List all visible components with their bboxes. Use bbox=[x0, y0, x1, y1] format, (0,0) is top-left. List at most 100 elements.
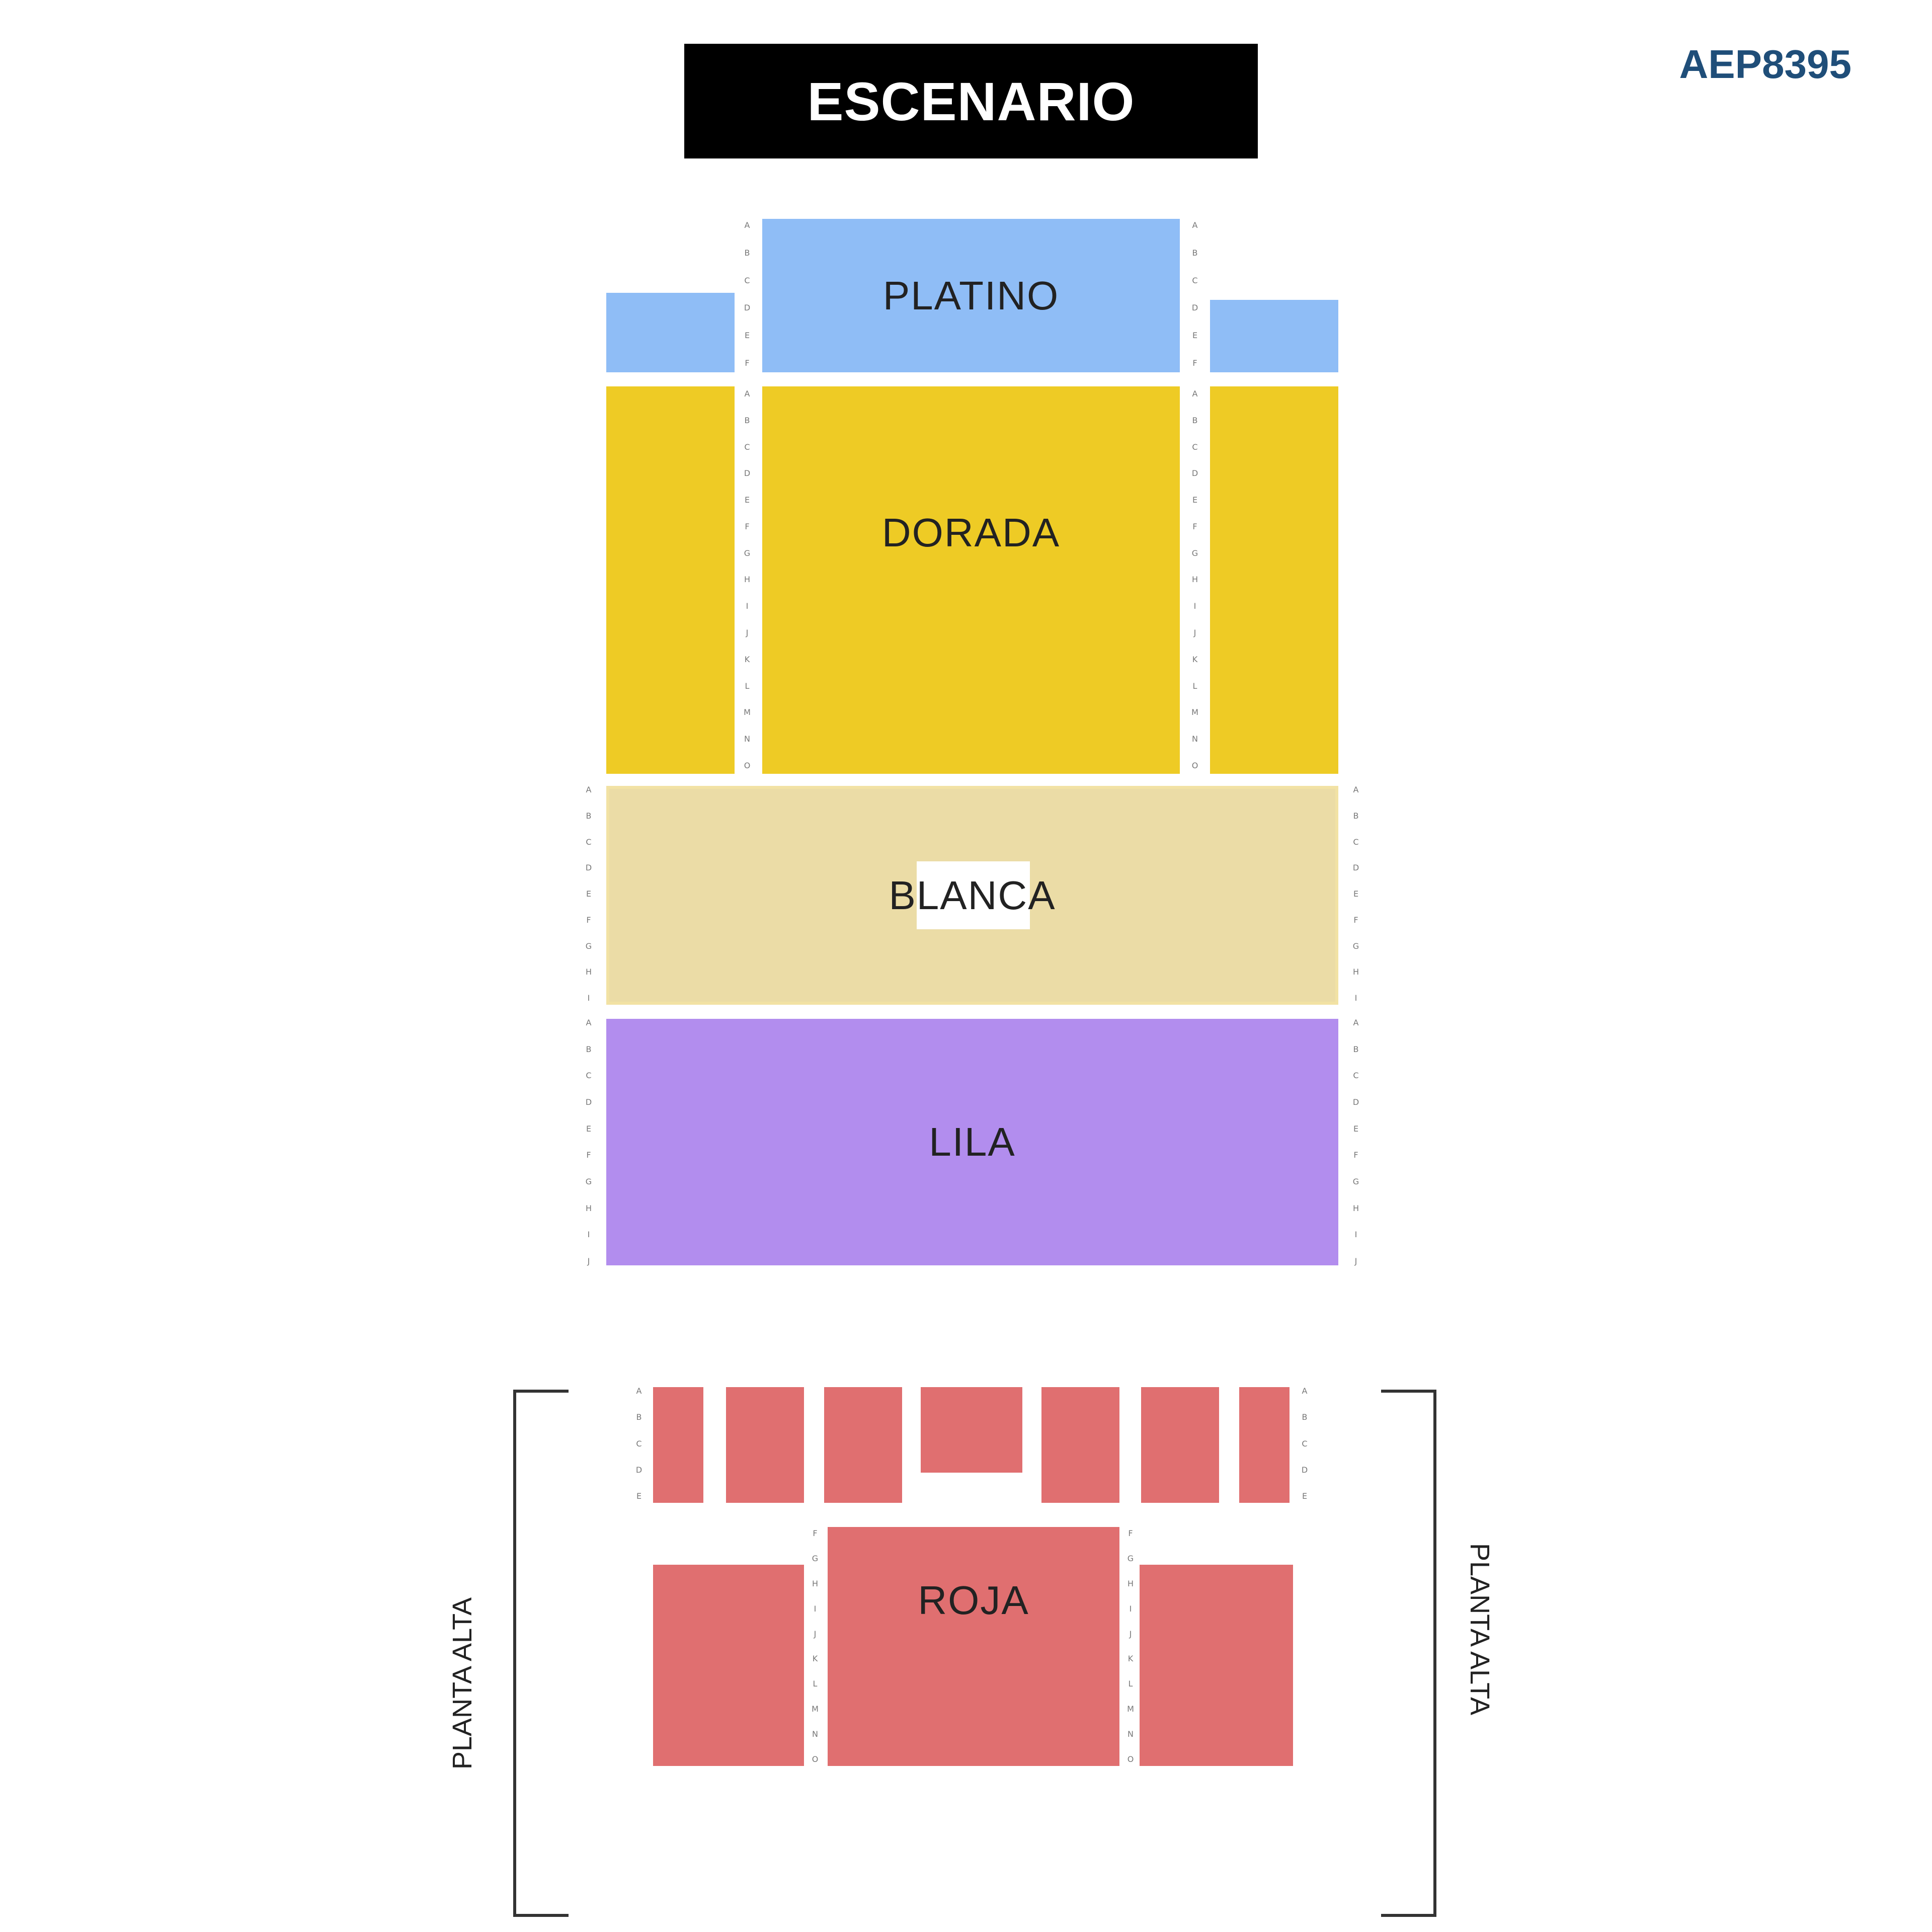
row-letter: E bbox=[586, 889, 592, 899]
row-letter: F bbox=[586, 1150, 591, 1160]
row-letter: A bbox=[586, 1018, 592, 1027]
row-letter: I bbox=[814, 1603, 817, 1614]
section-dorada-center[interactable]: DORADA bbox=[762, 386, 1180, 774]
section-blanca[interactable]: BLANCA bbox=[606, 786, 1338, 1005]
row-letter: J bbox=[746, 628, 749, 638]
section-roja-front-2[interactable] bbox=[726, 1387, 804, 1503]
section-platino-center[interactable]: PLATINO bbox=[762, 219, 1180, 372]
bracket-right bbox=[1381, 1390, 1436, 1917]
row-letter: C bbox=[586, 1071, 592, 1081]
row-letter: O bbox=[744, 760, 751, 770]
section-roja-label: ROJA bbox=[918, 1578, 1029, 1623]
row-letter: D bbox=[744, 303, 751, 313]
row-letter: N bbox=[812, 1729, 818, 1739]
blanca-label-highlight bbox=[917, 861, 1030, 929]
row-letter: F bbox=[586, 915, 591, 925]
row-letter: M bbox=[744, 707, 751, 717]
row-letter: A bbox=[744, 389, 750, 398]
row-letter: K bbox=[1128, 1654, 1134, 1664]
row-letter: A bbox=[636, 1386, 642, 1396]
row-letter: A bbox=[586, 785, 592, 794]
row-letter: M bbox=[812, 1704, 819, 1714]
row-letter: D bbox=[1301, 1465, 1308, 1475]
section-roja-front-5[interactable] bbox=[1041, 1387, 1119, 1503]
section-roja-front-3[interactable] bbox=[824, 1387, 902, 1503]
row-letter: N bbox=[1192, 734, 1198, 744]
row-letter: C bbox=[744, 442, 750, 452]
section-dorada-right[interactable] bbox=[1210, 386, 1338, 774]
row-letter: G bbox=[1352, 941, 1359, 951]
section-roja-front-6[interactable] bbox=[1141, 1387, 1219, 1503]
row-letter: L bbox=[1192, 681, 1197, 691]
row-letter: C bbox=[636, 1438, 642, 1448]
row-letter: C bbox=[1353, 837, 1359, 847]
row-letter: B bbox=[1353, 1044, 1359, 1054]
row-letter: F bbox=[1192, 358, 1197, 368]
row-letter: I bbox=[1129, 1603, 1132, 1614]
row-letter: E bbox=[1192, 331, 1198, 341]
row-letter: E bbox=[1353, 889, 1359, 899]
section-blanca-label: BLANCA bbox=[889, 872, 1056, 918]
row-letter: H bbox=[744, 575, 751, 585]
row-letter: I bbox=[746, 601, 749, 611]
row-letter: D bbox=[635, 1465, 642, 1475]
section-platino-left[interactable] bbox=[606, 293, 735, 372]
row-letter: O bbox=[812, 1754, 819, 1764]
row-letter: C bbox=[1353, 1071, 1359, 1081]
row-letter: D bbox=[585, 863, 592, 873]
row-letter: J bbox=[1354, 1256, 1357, 1266]
row-letter: A bbox=[1192, 220, 1198, 230]
row-letter: I bbox=[1354, 993, 1357, 1003]
row-letter: G bbox=[585, 941, 592, 951]
row-letter: H bbox=[812, 1578, 819, 1588]
section-roja-back-left[interactable] bbox=[653, 1565, 804, 1766]
section-roja-front-7[interactable] bbox=[1239, 1387, 1290, 1503]
row-letter: D bbox=[744, 468, 751, 478]
row-letter: B bbox=[1192, 248, 1198, 258]
section-roja-center[interactable]: ROJA bbox=[828, 1527, 1119, 1766]
row-letter: F bbox=[813, 1528, 818, 1538]
row-letter: G bbox=[1352, 1176, 1359, 1186]
row-letter: J bbox=[1129, 1629, 1132, 1639]
row-letter: A bbox=[744, 220, 750, 230]
row-letter: E bbox=[744, 495, 750, 505]
section-roja-front-4[interactable] bbox=[921, 1387, 1022, 1473]
row-letter: A bbox=[1302, 1386, 1308, 1396]
row-letter: F bbox=[1128, 1528, 1133, 1538]
section-lila[interactable]: LILA bbox=[606, 1019, 1338, 1265]
row-letter: A bbox=[1353, 1018, 1359, 1027]
row-letter: M bbox=[1191, 707, 1198, 717]
row-letter: I bbox=[587, 993, 590, 1003]
row-letter: H bbox=[585, 967, 592, 977]
bracket-left bbox=[513, 1390, 569, 1917]
row-letter: C bbox=[744, 275, 750, 285]
section-platino-right[interactable] bbox=[1210, 300, 1338, 372]
section-platino-label: PLATINO bbox=[882, 273, 1060, 318]
row-letter: B bbox=[1192, 415, 1198, 425]
section-dorada-left[interactable] bbox=[606, 386, 735, 774]
row-letter: B bbox=[586, 1044, 592, 1054]
row-letter: I bbox=[587, 1230, 590, 1240]
row-letter: C bbox=[586, 837, 592, 847]
row-letter: M bbox=[1127, 1704, 1134, 1714]
row-letter: G bbox=[585, 1176, 592, 1186]
row-letter: F bbox=[745, 521, 750, 531]
row-letter: L bbox=[813, 1679, 818, 1689]
row-letter: C bbox=[1192, 442, 1198, 452]
row-letter: K bbox=[812, 1654, 818, 1664]
map-code: AEP8395 bbox=[1679, 42, 1852, 87]
stage: ESCENARIO bbox=[684, 44, 1258, 158]
row-letter: N bbox=[744, 734, 750, 744]
row-letter: H bbox=[1127, 1578, 1134, 1588]
row-letter: A bbox=[1353, 785, 1359, 794]
row-letter: D bbox=[1191, 303, 1198, 313]
section-roja-back-right[interactable] bbox=[1140, 1565, 1293, 1766]
section-roja-front-1[interactable] bbox=[653, 1387, 703, 1503]
